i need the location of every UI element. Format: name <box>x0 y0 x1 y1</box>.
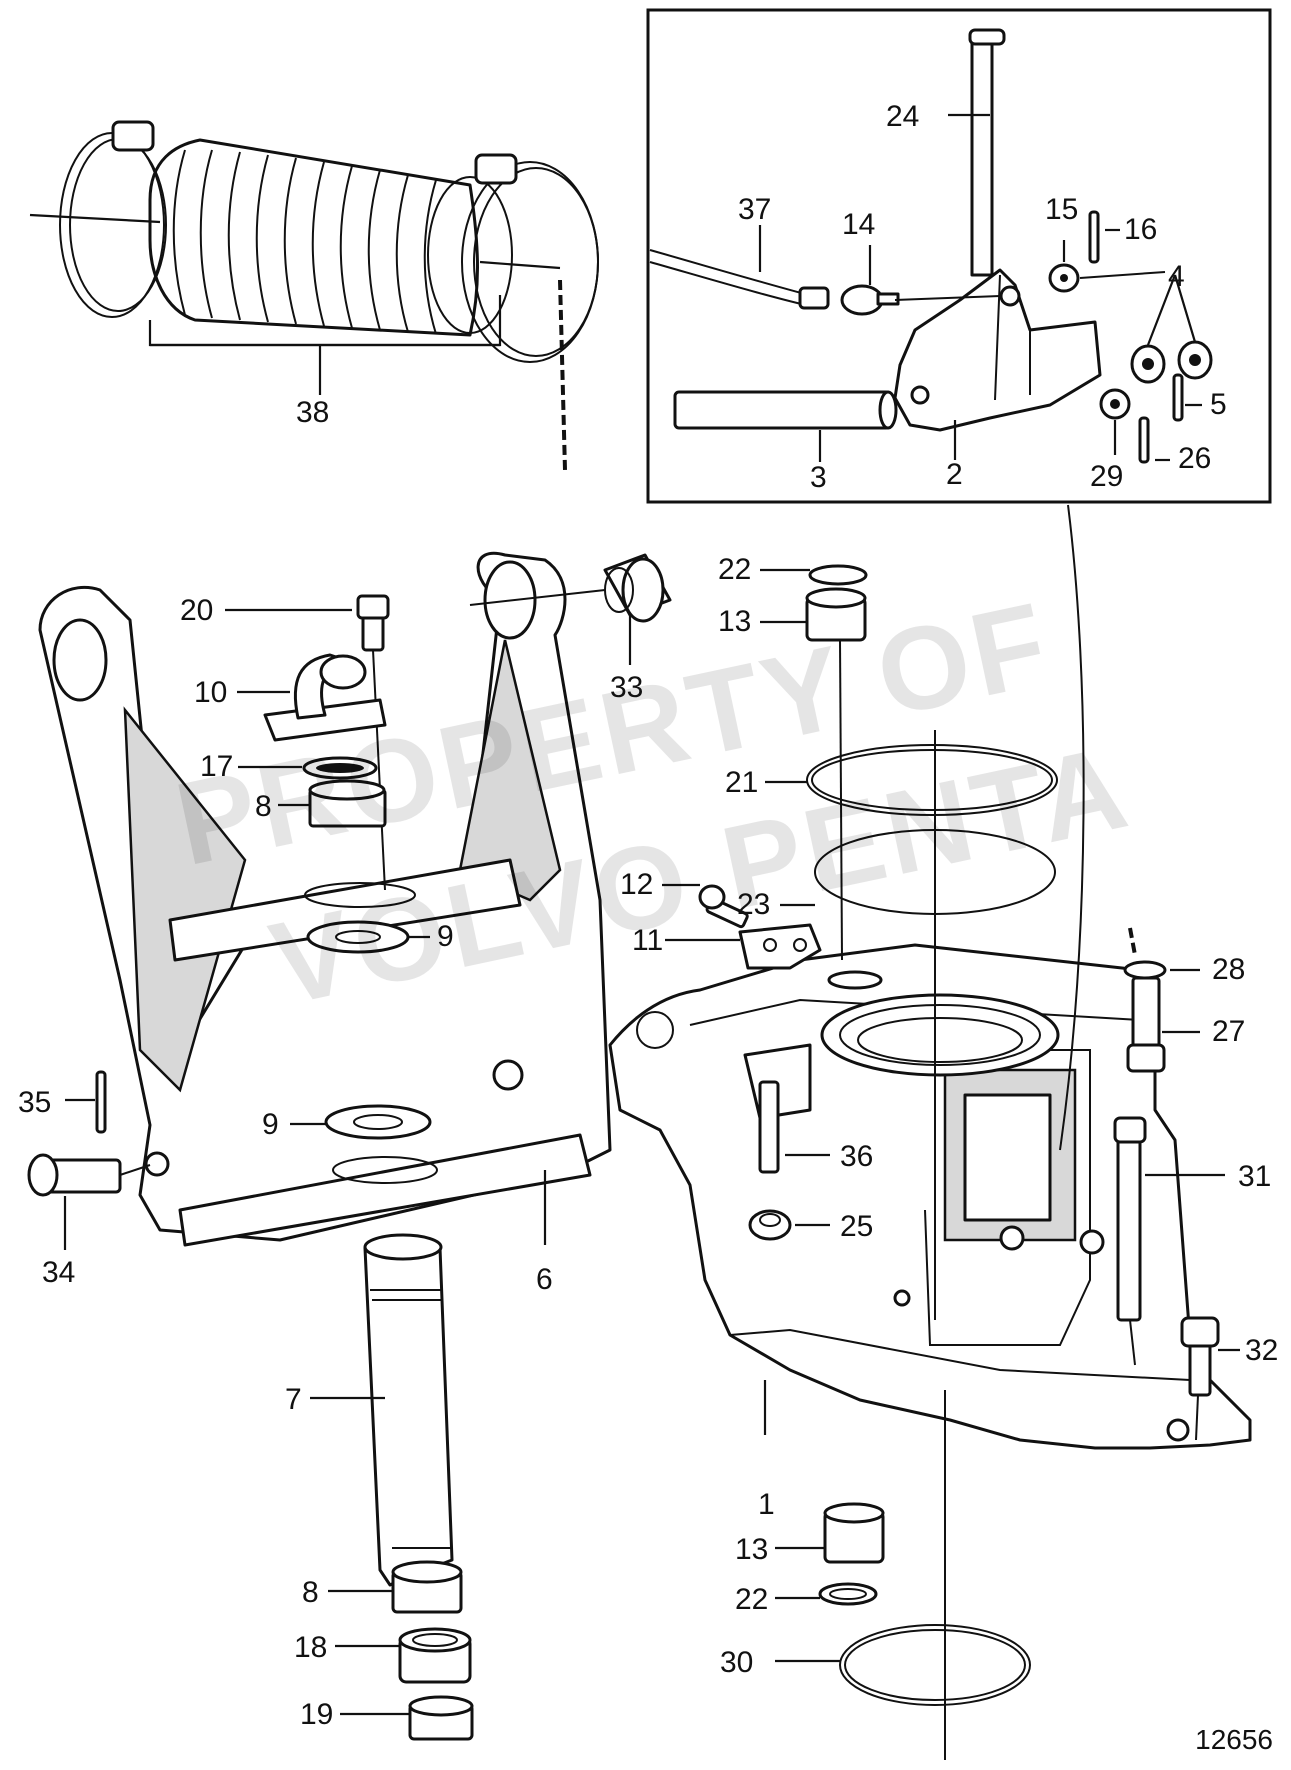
part-37-cable <box>649 249 821 299</box>
reference-number: 12656 <box>1195 1724 1273 1755</box>
part-36-stud <box>758 1080 780 1174</box>
part-34-bolt <box>27 1153 122 1197</box>
callout-8-top: 8 <box>255 790 272 823</box>
callout-38: 38 <box>296 396 330 429</box>
callout-2: 2 <box>946 458 963 491</box>
part-22-seal-top <box>808 564 868 586</box>
callout-12: 12 <box>620 868 654 901</box>
callout-5: 5 <box>1210 388 1227 421</box>
callout-17: 17 <box>200 750 234 783</box>
callout-18: 18 <box>294 1631 328 1664</box>
callout-13-top: 13 <box>718 605 752 638</box>
callout-11: 11 <box>632 924 664 957</box>
callout-6: 6 <box>536 1263 553 1296</box>
callout-37: 37 <box>738 193 772 226</box>
part-18-bearing <box>398 1627 472 1684</box>
part-27-screw <box>1126 976 1166 1073</box>
part-8-bushing-top <box>308 779 387 828</box>
callout-24: 24 <box>886 100 920 133</box>
callout-9-top: 9 <box>437 920 454 953</box>
callout-36: 36 <box>840 1140 874 1173</box>
part-32-bolt <box>1180 1316 1220 1397</box>
part-31-bolt <box>1113 1116 1147 1322</box>
callout-20: 20 <box>180 594 214 627</box>
callout-7: 7 <box>285 1383 302 1416</box>
callout-29: 29 <box>1090 460 1124 493</box>
callout-8-bottom: 8 <box>302 1576 319 1609</box>
part-8-bushing-bottom <box>391 1560 463 1614</box>
part-10-elbow <box>263 653 387 742</box>
callout-10: 10 <box>194 676 228 709</box>
callout-30: 30 <box>720 1646 754 1679</box>
callout-13-bottom: 13 <box>735 1533 769 1566</box>
callout-33: 33 <box>610 671 644 704</box>
callout-27: 27 <box>1212 1015 1246 1048</box>
callout-21: 21 <box>725 766 759 799</box>
callout-15: 15 <box>1045 193 1079 226</box>
callout-22-top: 22 <box>718 553 752 586</box>
part-35-cotter-pin <box>95 1070 107 1134</box>
part-5-pin <box>1172 373 1184 422</box>
part-13-bushing-top <box>805 587 867 642</box>
callout-1: 1 <box>758 1488 775 1521</box>
part-19-ring <box>408 1695 474 1741</box>
part-30-o-ring <box>839 1624 1031 1706</box>
callout-23: 23 <box>737 888 771 921</box>
callout-22-bottom: 22 <box>735 1583 769 1616</box>
part-22-seal-bottom <box>818 1582 878 1606</box>
part-11-clip <box>738 923 822 970</box>
part-28-washer <box>1123 960 1167 980</box>
callout-34: 34 <box>42 1256 76 1289</box>
callout-28: 28 <box>1212 953 1246 986</box>
part-38-bellows <box>59 120 599 363</box>
callout-14: 14 <box>842 208 876 241</box>
part-9-washer-bottom <box>324 1104 432 1140</box>
callout-32: 32 <box>1245 1334 1279 1367</box>
part-26-pin <box>1138 416 1150 464</box>
callout-19: 19 <box>300 1698 334 1731</box>
callout-4: 4 <box>1168 260 1185 293</box>
callout-31: 31 <box>1238 1160 1272 1193</box>
part-16-pin <box>1088 210 1100 264</box>
part-24-rod <box>968 28 1006 277</box>
callout-16: 16 <box>1124 213 1158 246</box>
part-7-tube <box>363 1233 454 1587</box>
callout-26: 26 <box>1178 442 1212 475</box>
part-25-nut <box>748 1209 792 1241</box>
part-12-screw <box>698 884 749 929</box>
callout-25: 25 <box>840 1210 874 1243</box>
part-33-bushing <box>603 553 672 623</box>
part-21-o-ring <box>806 744 1058 816</box>
part-14-connector <box>798 284 900 316</box>
callout-9-bottom: 9 <box>262 1108 279 1141</box>
part-3-shaft <box>673 390 898 430</box>
inset-frame <box>646 8 1272 504</box>
part-13-bushing-bottom <box>823 1502 885 1564</box>
callout-35: 35 <box>18 1086 52 1119</box>
callout-3: 3 <box>810 461 827 494</box>
